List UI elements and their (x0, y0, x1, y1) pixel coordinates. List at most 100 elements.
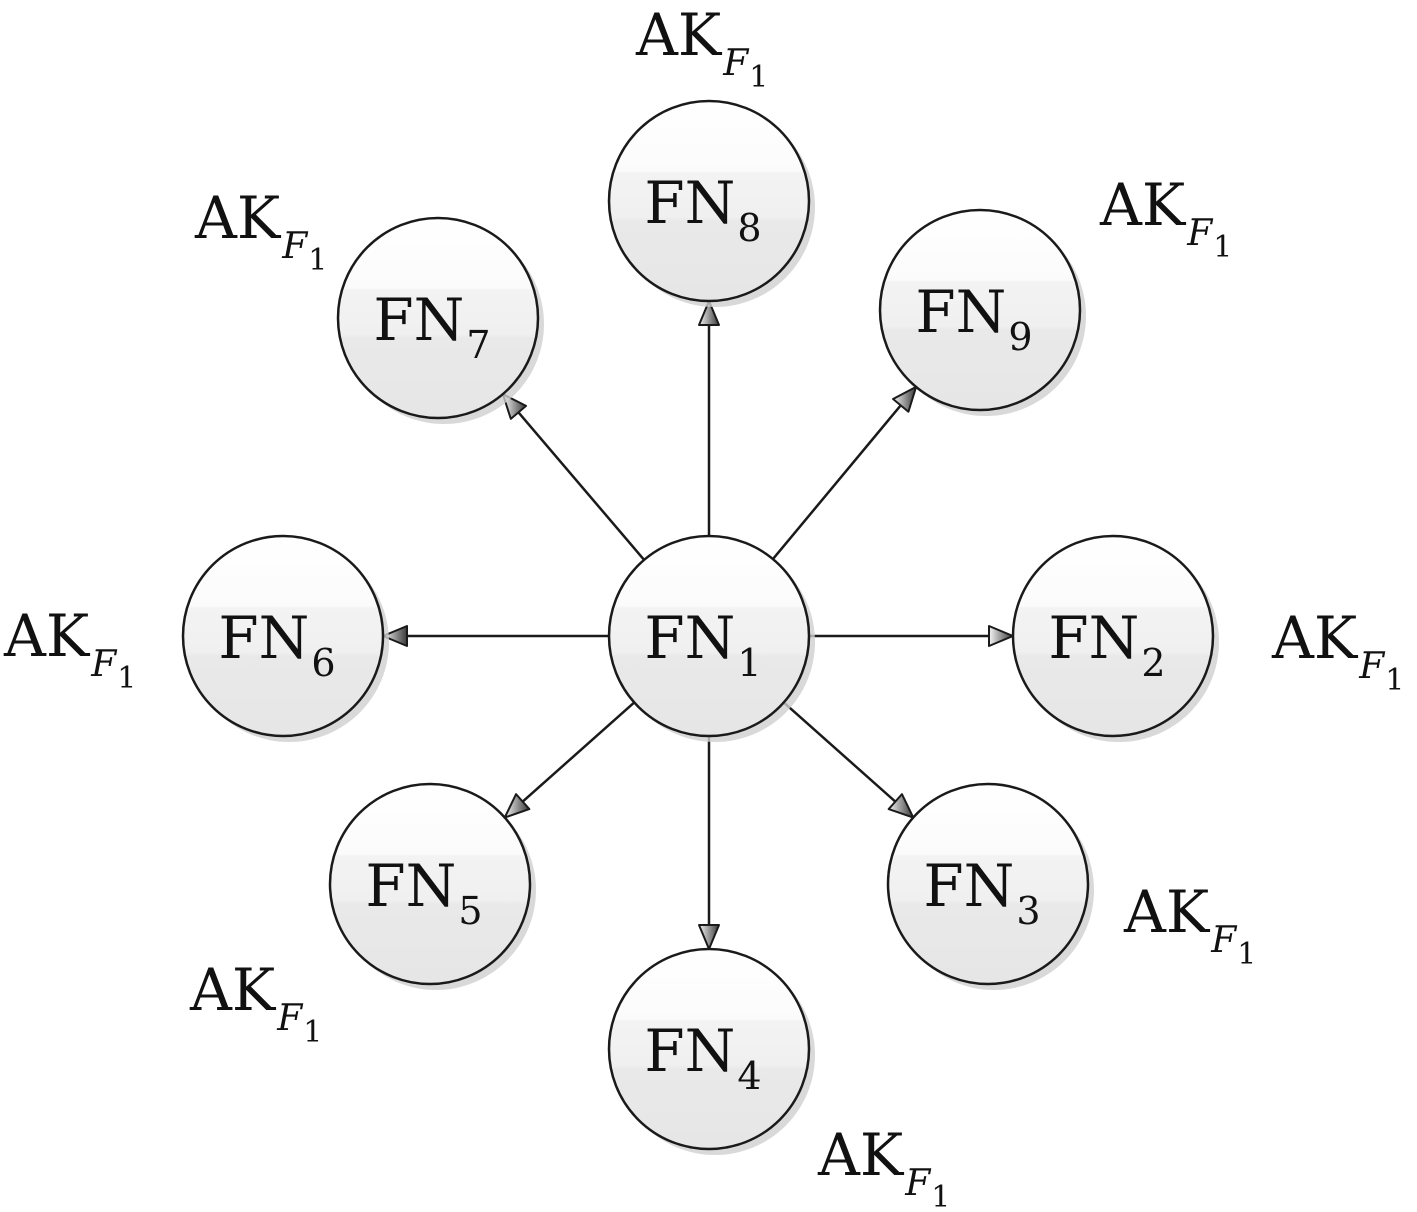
edge-fn1-fn9 (771, 385, 918, 560)
node-circle (878, 208, 1082, 412)
node-circle (886, 782, 1090, 986)
node-fn5: FN5 (328, 782, 536, 990)
ak-label-base: AK (817, 1121, 905, 1189)
edge-fn1-fn5 (503, 701, 636, 819)
arrowhead-icon (503, 793, 531, 819)
node-circle (336, 216, 540, 420)
arrowhead-icon (698, 300, 720, 326)
ak-label-subscript: F (904, 1163, 932, 1204)
node-fn1: FN1 (607, 534, 815, 742)
node-label-base: FN (1048, 604, 1139, 672)
ak-label-subscript: F (1210, 920, 1238, 961)
ak-label-subsubscript: 1 (1385, 663, 1404, 698)
node-label-subscript: 7 (466, 323, 490, 367)
ak-label-base: AK (3, 602, 91, 670)
arrowhead-icon (892, 385, 918, 413)
ak-label-subsubscript: 1 (308, 243, 327, 278)
node-label-base: FN (923, 852, 1014, 920)
ak-label-fn6: AKF1 (3, 602, 136, 696)
node-label-base: FN (373, 286, 464, 354)
node-label-subscript: 3 (1016, 889, 1040, 933)
arrowhead-icon (988, 625, 1014, 647)
node-label: FN6 (218, 604, 335, 685)
ak-label-fn8: AKF1 (635, 1, 768, 95)
node-fn9: FN9 (878, 208, 1086, 416)
arrowhead-icon (382, 625, 408, 647)
ak-label-subsubscript: 1 (931, 1180, 950, 1212)
edge-line (516, 410, 646, 561)
node-fn7: FN7 (336, 216, 544, 424)
ak-label-base: AK (194, 184, 282, 252)
ak-label-fn4: AKF1 (817, 1121, 950, 1212)
node-label: FN7 (373, 286, 490, 367)
node-fn2: FN2 (1011, 534, 1219, 742)
node-fn8: FN8 (607, 99, 815, 307)
node-label: FN2 (1048, 604, 1165, 685)
edge-line (520, 701, 636, 804)
edge-fn1-fn2 (809, 625, 1014, 647)
edge-line (782, 701, 898, 804)
edge-fn1-fn6 (382, 625, 609, 647)
node-label-subscript: 1 (737, 641, 761, 685)
ak-label-fn5: AKF1 (189, 956, 322, 1050)
ak-label-subsubscript: 1 (117, 661, 136, 696)
node-label-base: FN (365, 852, 456, 920)
node-circle (181, 534, 385, 738)
ak-label-subsubscript: 1 (1213, 230, 1232, 265)
ak-label-base: AK (189, 956, 277, 1024)
node-label: FN4 (644, 1017, 761, 1098)
node-label: FN9 (915, 278, 1032, 359)
node-label: FN1 (644, 604, 761, 685)
ak-label-subsubscript: 1 (1237, 937, 1256, 972)
ak-label-fn7: AKF1 (194, 184, 327, 278)
node-label: FN8 (644, 169, 761, 250)
node-label-subscript: 8 (737, 206, 761, 250)
node-label-base: FN (644, 1017, 735, 1085)
ak-label-base: AK (1271, 604, 1359, 672)
ak-label-subscript: F (722, 43, 750, 84)
arrowhead-icon (501, 393, 528, 420)
node-circle (1011, 534, 1215, 738)
edge-fn1-fn4 (698, 736, 720, 950)
arrowhead-icon (698, 924, 720, 950)
edge-fn1-fn8 (698, 300, 720, 536)
ak-label-fn3: AKF1 (1123, 878, 1256, 972)
ak-label-subsubscript: 1 (303, 1015, 322, 1050)
node-label-subscript: 4 (737, 1054, 761, 1098)
node-circle (607, 534, 811, 738)
node-label-base: FN (218, 604, 309, 672)
ak-label-subscript: F (90, 644, 118, 685)
ak-label-base: AK (1099, 171, 1187, 239)
ak-label-subscript: F (1358, 646, 1386, 687)
ak-label-fn9: AKF1 (1099, 171, 1232, 265)
node-label-base: FN (644, 604, 735, 672)
arrowhead-icon (887, 793, 915, 819)
node-circle (328, 782, 532, 986)
node-label: FN5 (365, 852, 482, 933)
node-label-base: FN (644, 169, 735, 237)
node-fn6: FN6 (181, 534, 389, 742)
node-label-subscript: 6 (311, 641, 335, 685)
node-fn3: FN3 (886, 782, 1094, 990)
edge-fn1-fn7 (501, 393, 646, 561)
ak-label-subsubscript: 1 (749, 60, 768, 95)
ak-label-base: AK (635, 1, 723, 69)
ak-label-subscript: F (281, 226, 309, 267)
node-label-subscript: 9 (1008, 315, 1032, 359)
node-circle (607, 947, 811, 1151)
ak-label-subscript: F (276, 998, 304, 1039)
ak-label-subscript: F (1186, 213, 1214, 254)
node-circle (607, 99, 811, 303)
node-label-subscript: 5 (458, 889, 482, 933)
ak-label-base: AK (1123, 878, 1211, 946)
edges-group (382, 300, 1014, 950)
ak-label-fn2: AKF1 (1271, 604, 1404, 698)
node-label: FN3 (923, 852, 1040, 933)
edge-line (771, 403, 903, 560)
node-fn4: FN4 (607, 947, 815, 1155)
node-label-subscript: 2 (1141, 641, 1165, 685)
edge-fn1-fn3 (782, 701, 915, 819)
